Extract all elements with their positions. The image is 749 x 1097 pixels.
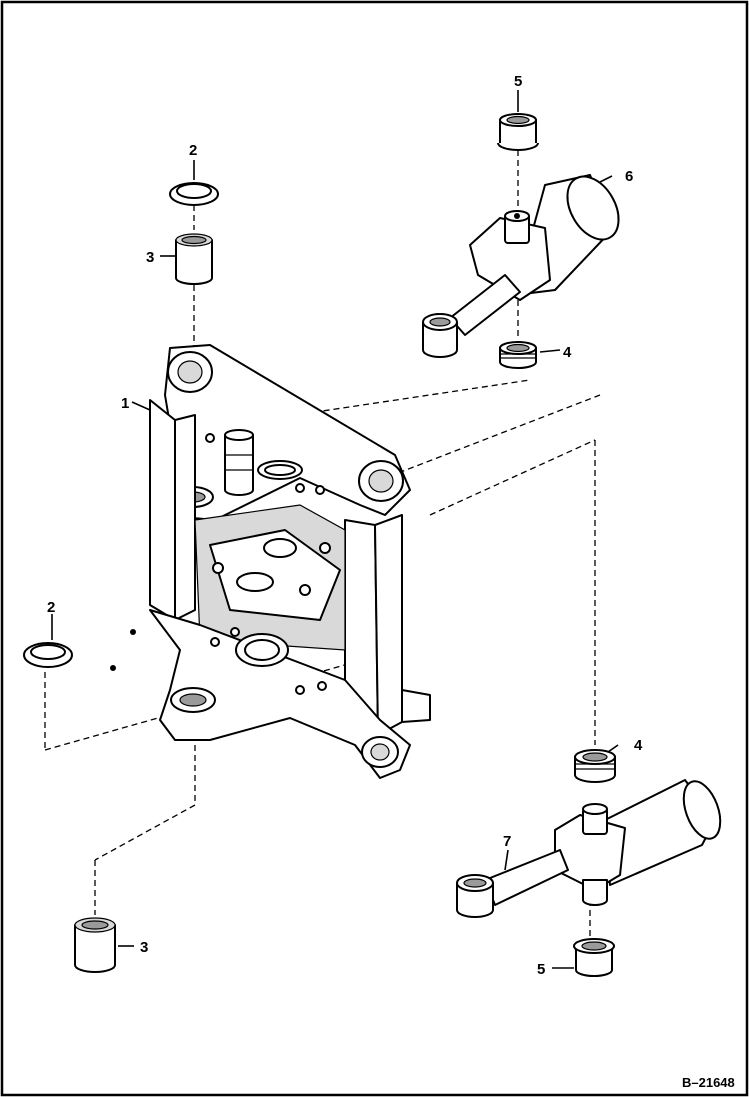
callout-2-lower: 2 bbox=[47, 599, 55, 616]
callout-5-lower: 5 bbox=[537, 961, 545, 978]
callout-6: 6 bbox=[625, 168, 633, 185]
rod-seal-lower bbox=[574, 749, 616, 783]
swing-frame bbox=[110, 344, 431, 779]
callout-3-top: 3 bbox=[146, 249, 154, 266]
flange-bushing-top bbox=[497, 113, 539, 151]
callout-7: 7 bbox=[503, 833, 511, 850]
leader-lines bbox=[51, 90, 619, 969]
figure-id: B–21648 bbox=[682, 1075, 735, 1090]
callout-1: 1 bbox=[121, 395, 129, 412]
bushing-lower bbox=[74, 917, 116, 973]
flange-bushing-lower bbox=[573, 938, 615, 977]
callout-3-lower: 3 bbox=[140, 939, 148, 956]
callout-4-lower: 4 bbox=[634, 737, 643, 754]
thrust-washer-lower bbox=[23, 642, 73, 668]
thrust-washer-top bbox=[169, 182, 219, 206]
hydraulic-cylinder-lower bbox=[456, 779, 722, 918]
callout-2-top: 2 bbox=[189, 142, 197, 159]
hydraulic-cylinder-upper bbox=[422, 174, 620, 358]
rod-seal-upper bbox=[499, 341, 537, 369]
callout-4-top: 4 bbox=[563, 344, 572, 361]
callout-5-top: 5 bbox=[514, 73, 522, 90]
bushing-top bbox=[175, 233, 213, 285]
